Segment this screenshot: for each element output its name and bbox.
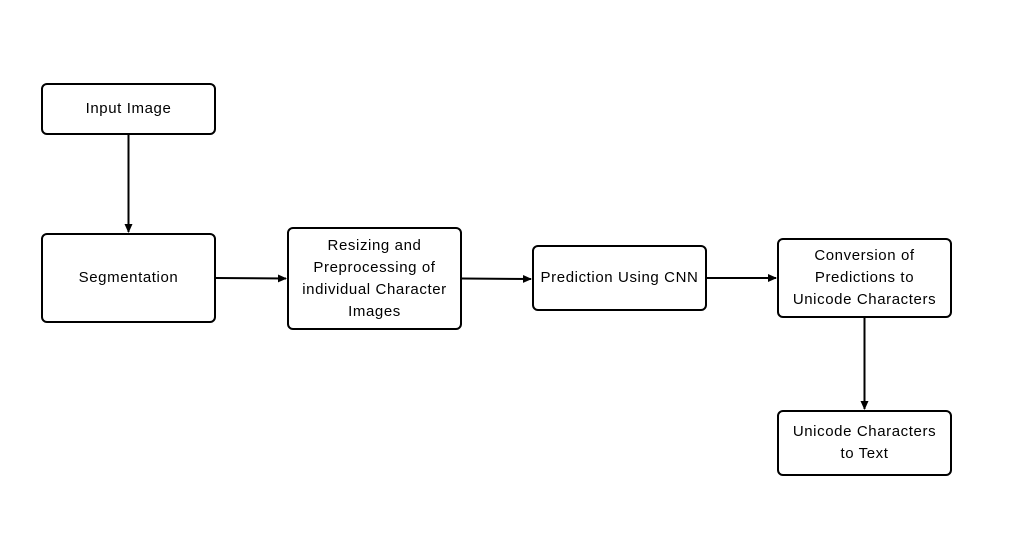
node-unicode-to-text: Unicode Characters to Text	[777, 410, 952, 476]
node-conversion-unicode: Conversion of Predictions to Unicode Cha…	[777, 238, 952, 318]
node-prediction-cnn-label: Prediction Using CNN	[540, 269, 699, 286]
arrow-resizing-to-prediction	[461, 274, 532, 283]
node-segmentation-label: Segmentation	[78, 269, 179, 286]
node-input-image-label: Input Image	[85, 100, 172, 117]
node-input-image: Input Image	[41, 83, 216, 135]
node-unicode-to-text-label: Unicode Characters to Text	[792, 423, 937, 462]
node-conversion-unicode-label: Conversion of Predictions to Unicode Cha…	[792, 247, 937, 308]
node-resizing-preprocessing-label: Resizing and Preprocessing of individual…	[302, 236, 447, 320]
node-resizing-preprocessing: Resizing and Preprocessing of individual…	[287, 227, 462, 330]
arrow-segmentation-to-resizing	[215, 274, 287, 283]
node-segmentation: Segmentation	[41, 233, 216, 323]
node-prediction-cnn: Prediction Using CNN	[532, 245, 707, 311]
